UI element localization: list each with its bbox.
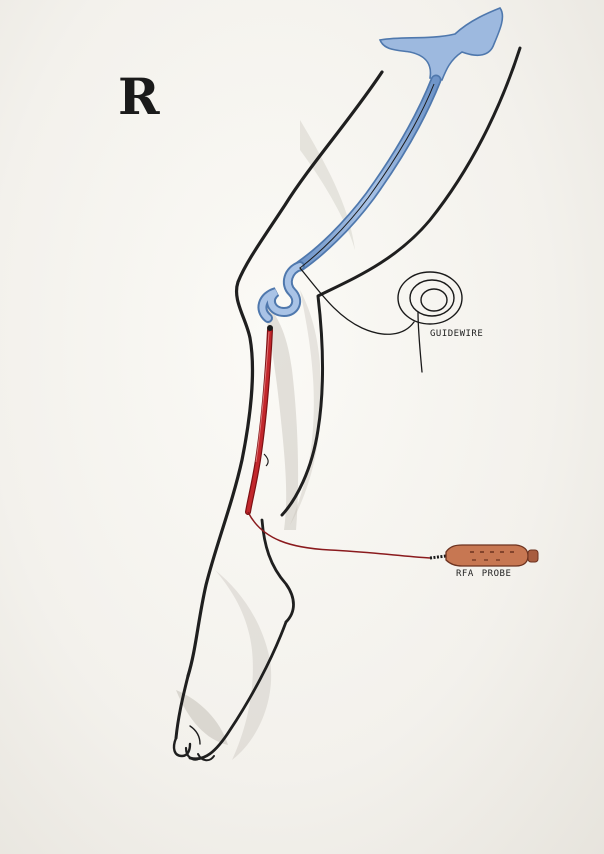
leg-outline-icon bbox=[174, 48, 520, 760]
guidewire-coil-icon bbox=[300, 268, 462, 372]
guidewire-label: GUIDEWIRE bbox=[430, 330, 483, 339]
rfa-probe-label: RFA PROBE bbox=[456, 570, 511, 579]
great-saphenous-vein-icon bbox=[262, 8, 502, 318]
side-label: R bbox=[118, 72, 161, 122]
rfa-probe-label-part-2: PROBE bbox=[482, 569, 512, 579]
leg-shading bbox=[176, 120, 355, 760]
rfa-probe-label-part-1: RFA bbox=[456, 569, 474, 579]
